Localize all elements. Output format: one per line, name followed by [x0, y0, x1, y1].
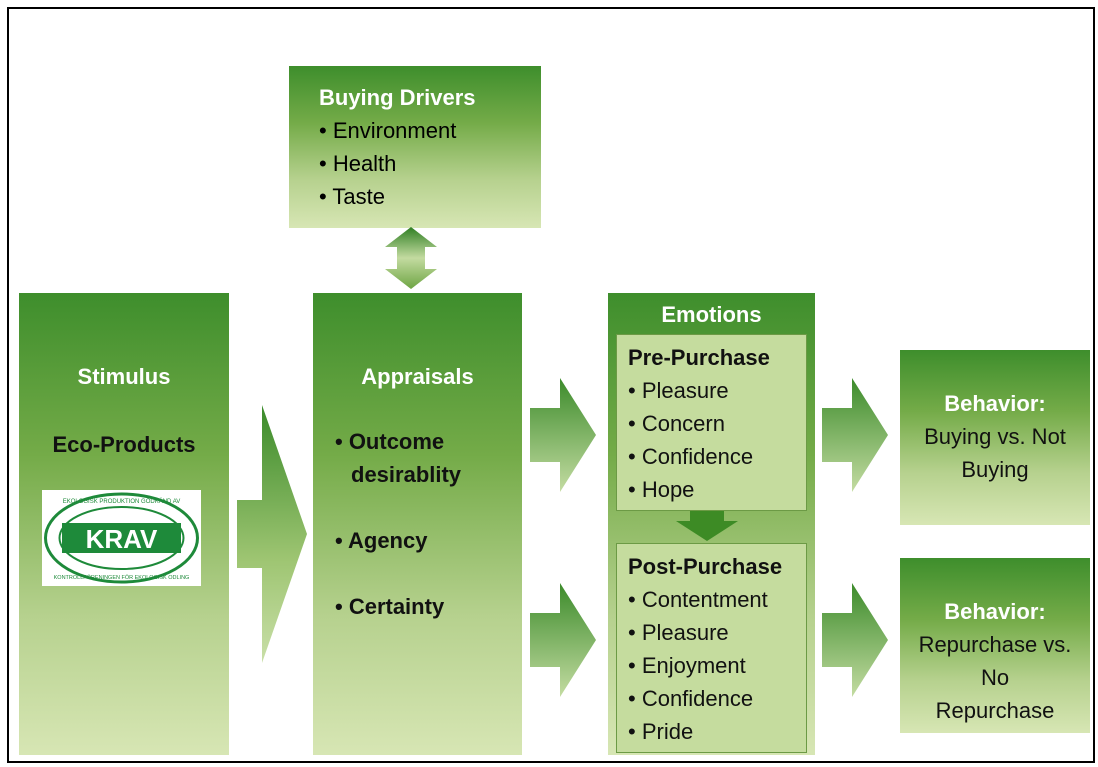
- behavior-repurchase-box: Behavior: Repurchase vs. No Repurchase: [900, 558, 1090, 733]
- behavior-repurchase-line: Repurchase: [935, 698, 1055, 723]
- stimulus-title: Stimulus: [77, 364, 171, 389]
- post-purchase-item: • Enjoyment: [628, 653, 746, 678]
- buying-driver-item: • Taste: [319, 184, 385, 209]
- appraisal-item: desirablity: [351, 462, 462, 487]
- diagram-frame: [7, 7, 1095, 763]
- appraisal-item: • Agency: [335, 528, 428, 553]
- pre-purchase-item: • Confidence: [628, 444, 754, 469]
- pre-purchase-title: Pre-Purchase: [628, 345, 770, 370]
- krav-logo: KRAV EKOLOGISK PRODUKTION GODKÄND AV KON…: [42, 490, 201, 586]
- appraisals-to-post-arrow: [530, 583, 596, 697]
- pre-purchase-item: • Hope: [628, 477, 695, 502]
- post-purchase-item: • Pleasure: [628, 620, 729, 645]
- svg-text:KRAV: KRAV: [86, 524, 158, 554]
- appraisal-item: • Outcome: [335, 429, 445, 454]
- pre-to-behavior-arrow: [822, 378, 888, 492]
- appraisals-box: Appraisals • Outcome desirablity • Agenc…: [313, 293, 522, 755]
- behavior-buy-title: Behavior:: [944, 391, 1046, 416]
- behavior-buy-line: Buying vs. Not: [924, 424, 1066, 449]
- post-purchase-item: • Confidence: [628, 686, 754, 711]
- behavior-repurchase-title: Behavior:: [944, 599, 1046, 624]
- buying-driver-item: • Environment: [319, 118, 457, 143]
- buying-drivers-title: Buying Drivers: [319, 85, 476, 110]
- stimulus-to-appraisals-arrow: [237, 405, 307, 663]
- stimulus-subtitle: Eco-Products: [52, 432, 196, 457]
- post-purchase-title: Post-Purchase: [628, 554, 783, 579]
- stimulus-box: Stimulus Eco-Products KRAV EKOLOGISK PRO…: [19, 293, 229, 755]
- svg-text:EKOLOGISK PRODUKTION GODKÄND A: EKOLOGISK PRODUKTION GODKÄND AV: [63, 498, 181, 505]
- appraisals-title: Appraisals: [361, 364, 474, 389]
- behavior-repurchase-line: No: [980, 665, 1010, 690]
- post-to-behavior-arrow: [822, 583, 888, 697]
- krav-logo-image: KRAV EKOLOGISK PRODUKTION GODKÄND AV KON…: [44, 492, 199, 584]
- double-arrow: [385, 227, 437, 289]
- pre-to-post-arrow: [676, 511, 738, 541]
- post-purchase-box: Post-Purchase • Contentment • Pleasure •…: [616, 543, 807, 753]
- behavior-buy-box: Behavior: Buying vs. Not Buying: [900, 350, 1090, 525]
- buying-driver-item: • Health: [319, 151, 397, 176]
- buying-drivers-box: Buying Drivers • Environment • Health • …: [289, 66, 541, 228]
- pre-purchase-box: Pre-Purchase • Pleasure • Concern • Conf…: [616, 334, 807, 511]
- behavior-repurchase-line: Repurchase vs.: [918, 632, 1072, 657]
- pre-purchase-item: • Pleasure: [628, 378, 729, 403]
- behavior-buy-line: Buying: [961, 457, 1029, 482]
- emotions-title: Emotions: [661, 302, 762, 327]
- svg-text:KONTROLLFÖRENINGEN FÖR EKOLOGI: KONTROLLFÖRENINGEN FÖR EKOLOGISK ODLING: [54, 574, 190, 581]
- appraisals-to-pre-arrow: [530, 378, 596, 492]
- post-purchase-item: • Contentment: [628, 587, 768, 612]
- pre-purchase-item: • Concern: [628, 411, 725, 436]
- post-purchase-item: • Pride: [628, 719, 694, 744]
- appraisal-item: • Certainty: [335, 594, 445, 619]
